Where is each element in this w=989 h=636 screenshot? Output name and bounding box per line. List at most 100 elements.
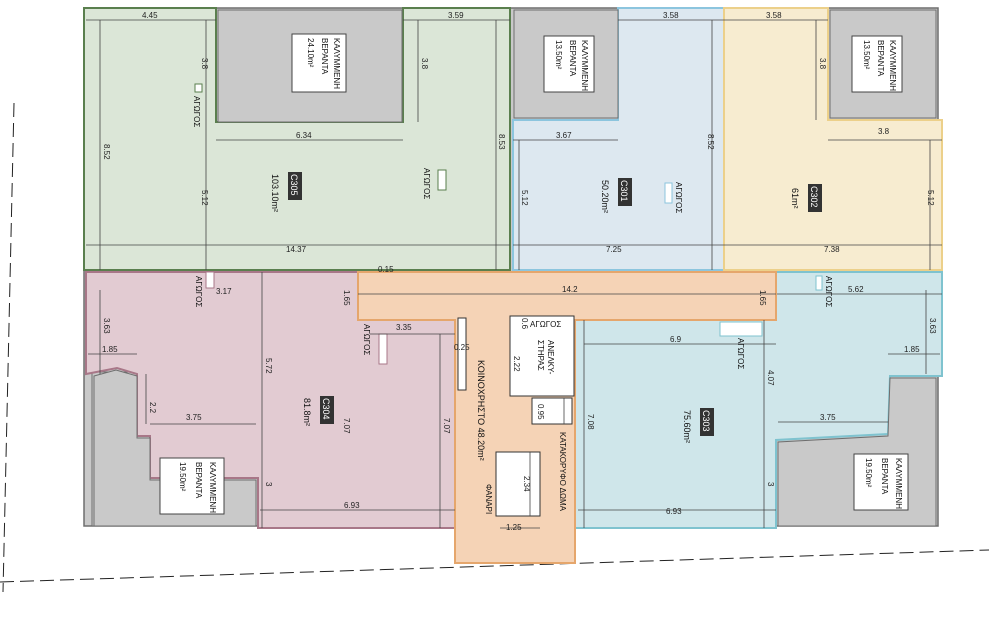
dim-1-85-a: 1.85: [102, 345, 118, 354]
veranda-3-title1: ΚΑΛΥΜΜΕΝΗ: [888, 40, 897, 91]
shaft-box: [531, 397, 573, 425]
vertical-shaft-label: ΚΑΤΑΚΟΡΥΦΟ ΔΩΜΑ: [558, 432, 567, 512]
dim-3-17: 3.17: [216, 287, 232, 296]
unit-c304-area-text: 81.8m²: [302, 398, 312, 426]
dim-7-07-b: 7.07: [442, 418, 451, 434]
duct-marker: [378, 333, 388, 365]
dim-5-12-a: 5.12: [200, 190, 209, 206]
veranda-2-label: ΚΑΛΥΜΜΕΝΗ ΒΕΡΑΝΤΑ 13.50m²: [543, 35, 595, 93]
boundary-left: [2, 102, 15, 593]
dim-7-38: 7.38: [824, 245, 840, 254]
veranda-1-area: 24.10m²: [306, 38, 315, 68]
veranda-1-title2: ΒΕΡΑΝΤΑ: [320, 38, 329, 75]
veranda-4-title1: ΚΑΛΥΜΜΕΝΗ: [208, 462, 217, 513]
boundary-bottom: [0, 549, 989, 583]
dim-1-25: 1.25: [506, 523, 522, 532]
duct-label: ΑΓΩΓΟΣ: [362, 324, 371, 355]
duct-marker: [205, 271, 215, 289]
light-well-label: ΦΑΝΑΡΙ: [484, 484, 493, 514]
veranda-5-label: ΚΑΛΥΜΜΕΝΗ ΒΕΡΑΝΤΑ 19.50m²: [853, 453, 909, 511]
veranda-5-area: 19.50m²: [864, 458, 873, 488]
unit-c303-label: C303 75.60m²: [682, 408, 714, 443]
dim-3-8-c: 3.8: [878, 127, 890, 136]
dim-5-62: 5.62: [848, 285, 864, 294]
dim-4-07: 4.07: [766, 370, 775, 386]
dim-8-52-a: 8.52: [102, 144, 111, 160]
unit-c304-label: C304 81.8m²: [302, 396, 334, 426]
dim-2-2: 2.2: [148, 402, 157, 414]
dim-8-53: 8.53: [497, 134, 506, 150]
veranda-3-label: ΚΑΛΥΜΜΕΝΗ ΒΕΡΑΝΤΑ 13.50m²: [851, 35, 903, 93]
elevator-label-1: ΑΝΕΛΚΥ-: [546, 340, 555, 375]
dim-1-65-a: 1.65: [342, 290, 351, 306]
unit-c301-area-text: 50.20m²: [600, 180, 610, 213]
veranda-2-title1: ΚΑΛΥΜΜΕΝΗ: [580, 40, 589, 91]
dim-14-37: 14.37: [286, 245, 307, 254]
dim-6-9: 6.9: [670, 335, 682, 344]
veranda-4-title2: ΒΕΡΑΝΤΑ: [194, 462, 203, 499]
dim-3-8-d: 3.8: [818, 58, 827, 70]
veranda-5-title1: ΚΑΛΥΜΜΕΝΗ: [894, 458, 903, 509]
unit-c301-label: C301 50.20m²: [600, 178, 632, 213]
unit-c302-area-text: 61m²: [790, 188, 800, 209]
unit-c302-label: C302 61m²: [790, 184, 822, 212]
dim-1-65-b: 1.65: [758, 290, 767, 306]
elevator-duct-label: ΑΓΩΓΟΣ: [530, 320, 561, 329]
veranda-2-area: 13.50m²: [554, 40, 563, 70]
veranda-5-title2: ΒΕΡΑΝΤΑ: [880, 458, 889, 495]
dim-3-59: 3.59: [448, 11, 464, 20]
unit-c305-area-text: 103.10m²: [270, 174, 280, 212]
dim-3-b: 3: [766, 482, 775, 487]
veranda-3-title2: ΒΕΡΑΝΤΑ: [876, 40, 885, 77]
unit-c302-area: [723, 7, 943, 271]
elevator-box: [509, 315, 575, 397]
dim-5-12-c: 5.12: [926, 190, 935, 206]
dim-0-95: 0.95: [536, 404, 545, 420]
duct-label: ΑΓΩΓΟΣ: [736, 338, 745, 369]
duct-marker: [815, 275, 823, 291]
dim-14-2: 14.2: [562, 285, 578, 294]
unit-c305-area: [83, 7, 511, 271]
dim-3-8-a: 3.8: [200, 58, 209, 70]
dim-3-a: 3: [264, 482, 273, 487]
light-well-box: [495, 451, 541, 517]
dim-8-52-b: 8.52: [706, 134, 715, 150]
dim-0-25: 0.25: [454, 343, 470, 352]
dim-0-15: 0.15: [378, 265, 394, 274]
unit-c302-code: C302: [809, 186, 819, 208]
dim-2-34: 2.34: [522, 476, 531, 492]
unit-c303-area-text: 75.60m²: [682, 410, 692, 443]
duct-label: ΑΓΩΓΟΣ: [674, 182, 683, 213]
duct-marker: [437, 169, 447, 191]
veranda-3-area: 13.50m²: [862, 40, 871, 70]
dim-0-6: 0.6: [520, 318, 529, 330]
dim-3-35: 3.35: [396, 323, 412, 332]
duct-label: ΑΓΩΓΟΣ: [422, 168, 431, 199]
duct-strip: [457, 317, 467, 391]
dim-6-34: 6.34: [296, 131, 312, 140]
dim-3-58-a: 3.58: [663, 11, 679, 20]
dim-5-12-b: 5.12: [520, 190, 529, 206]
duct-label: ΑΓΩΓΟΣ: [192, 96, 201, 127]
dim-6-93-b: 6.93: [666, 507, 682, 516]
dim-2-22: 2.22: [512, 356, 521, 372]
veranda-4-label: ΚΑΛΥΜΜΕΝΗ ΒΕΡΑΝΤΑ 19.50m²: [159, 457, 225, 515]
duct-label: ΑΓΩΓΟΣ: [824, 276, 833, 307]
dim-3-63-a: 3.63: [102, 318, 111, 334]
dim-3-58-b: 3.58: [766, 11, 782, 20]
duct-label: ΑΓΩΓΟΣ: [194, 276, 203, 307]
veranda-1-title1: ΚΑΛΥΜΜΕΝΗ: [332, 38, 341, 89]
veranda-1-label: ΚΑΛΥΜΜΕΝΗ ΒΕΡΑΝΤΑ 24.10m²: [291, 33, 347, 93]
unit-c305-code: C305: [289, 174, 299, 196]
unit-c305-label: C305 103.10m²: [270, 172, 302, 212]
unit-c303-code: C303: [701, 410, 711, 432]
dim-6-93-a: 6.93: [344, 501, 360, 510]
duct-marker: [664, 182, 673, 204]
dim-3-63-b: 3.63: [928, 318, 937, 334]
veranda-2-title2: ΒΕΡΑΝΤΑ: [568, 40, 577, 77]
duct-marker: [719, 321, 763, 337]
dim-4-45: 4.45: [142, 11, 158, 20]
dim-1-85-b: 1.85: [904, 345, 920, 354]
dim-3-8-b: 3.8: [420, 58, 429, 70]
